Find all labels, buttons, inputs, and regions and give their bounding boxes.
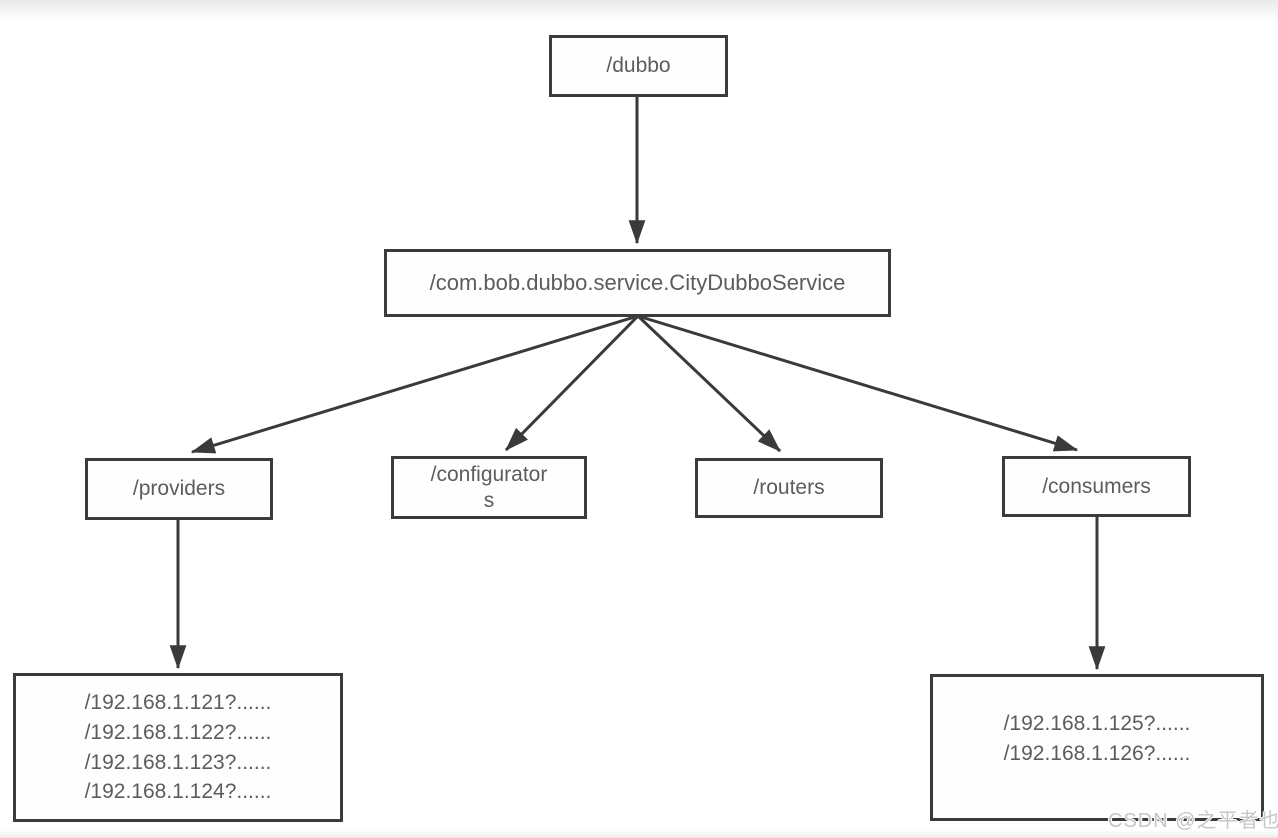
consumer-addresses-text: /192.168.1.125?...... /192.168.1.126?...… — [1003, 712, 1191, 765]
node-service: /com.bob.dubbo.service.CityDubboService — [384, 249, 891, 317]
bottom-border-band — [0, 830, 1278, 838]
node-providers-label: /providers — [132, 477, 226, 501]
edge-service-configurators — [504, 314, 640, 452]
node-service-label: /com.bob.dubbo.service.CityDubboService — [429, 270, 846, 296]
node-consumers-label: /consumers — [1042, 474, 1151, 498]
edge-service-routers — [636, 314, 782, 453]
node-providers: /providers — [85, 458, 273, 520]
node-routers-label: /routers — [753, 476, 825, 500]
top-border-band — [0, 0, 1278, 22]
box-provider-addresses: /192.168.1.121?...... /192.168.1.122?...… — [13, 673, 343, 822]
node-configurators-label: /configurator s — [430, 462, 548, 512]
csdn-watermark: CSDN @之平者也 — [1108, 810, 1278, 832]
node-dubbo-label: /dubbo — [606, 54, 671, 78]
node-configurators: /configurator s — [391, 456, 587, 519]
box-consumer-addresses: /192.168.1.125?...... /192.168.1.126?...… — [930, 674, 1264, 821]
provider-addresses-text: /192.168.1.121?...... /192.168.1.122?...… — [84, 690, 272, 804]
edge-service-providers — [190, 314, 639, 454]
node-routers: /routers — [695, 458, 883, 518]
edge-service-consumers — [637, 314, 1079, 452]
node-dubbo: /dubbo — [549, 35, 728, 97]
node-consumers: /consumers — [1002, 456, 1191, 517]
